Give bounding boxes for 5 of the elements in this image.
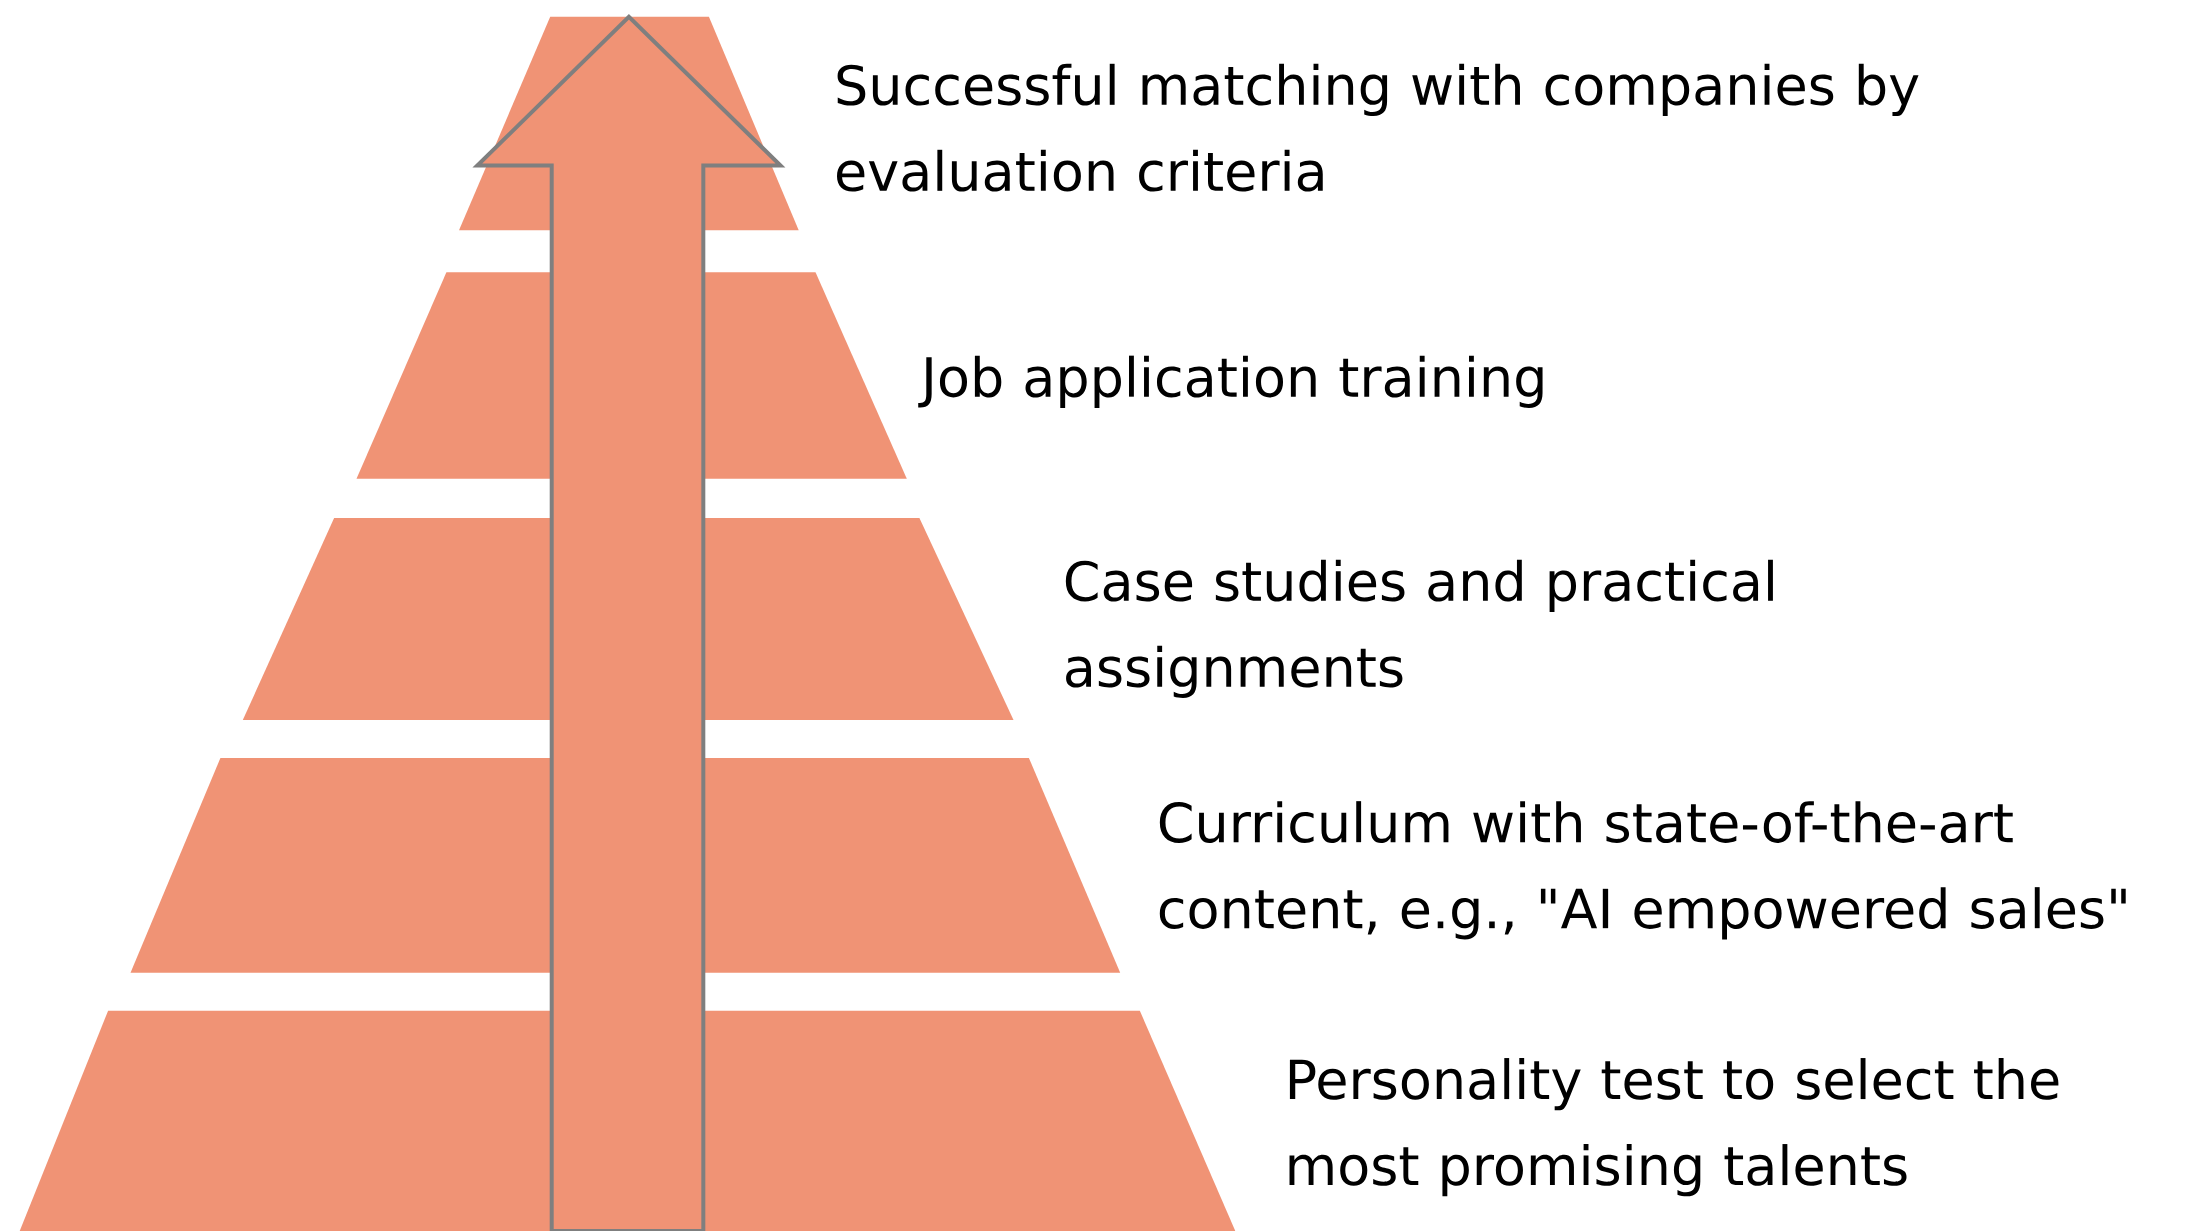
step-label: Curriculum with state-of-the-art content, e.g., "AI empowered sales" <box>1159 801 2126 940</box>
step-label: Job application training <box>918 355 1543 408</box>
step-label: Successful matching with companies by evaluation criteria <box>837 63 1919 192</box>
step-label: Case studies and practical assignments <box>1065 559 1773 698</box>
step-label: Personality test to select the most promising talents <box>1289 1058 2059 1197</box>
